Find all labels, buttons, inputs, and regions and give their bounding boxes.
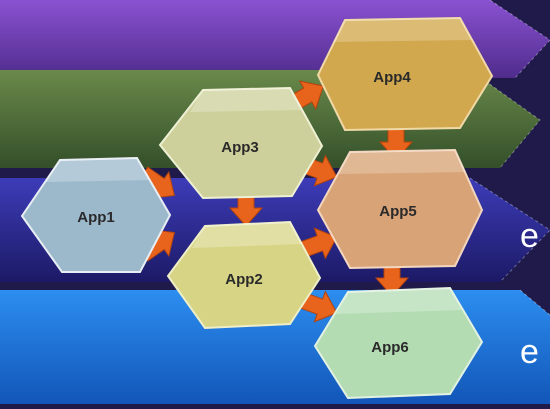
node-app4-label: App4 [373,69,411,86]
arrow-app2-app6 [297,290,338,323]
band-edge-lines [469,0,550,316]
node-app5-shape [316,148,484,270]
band4-partial-text: e [520,333,539,371]
node-app3-shape [158,86,324,200]
node-app2-label: App2 [225,271,263,288]
node-app1-shape [20,156,172,273]
node-app3[interactable]: App3 [158,86,324,200]
node-app6-shape [313,286,484,400]
node-app5-label: App5 [379,203,417,220]
node-app1[interactable]: App1 [20,156,172,273]
node-app4[interactable]: App4 [316,16,494,132]
node-app4-shape [316,16,494,132]
node-app6-label: App6 [371,339,409,356]
node-app1-label: App1 [77,209,115,226]
node-app3-label: App3 [221,139,259,156]
node-app2-shape [166,220,322,330]
node-app2[interactable]: App2 [166,220,322,330]
band3-partial-text: e [520,217,539,255]
node-app6[interactable]: App6 [313,286,484,400]
node-app5[interactable]: App5 [316,148,484,270]
